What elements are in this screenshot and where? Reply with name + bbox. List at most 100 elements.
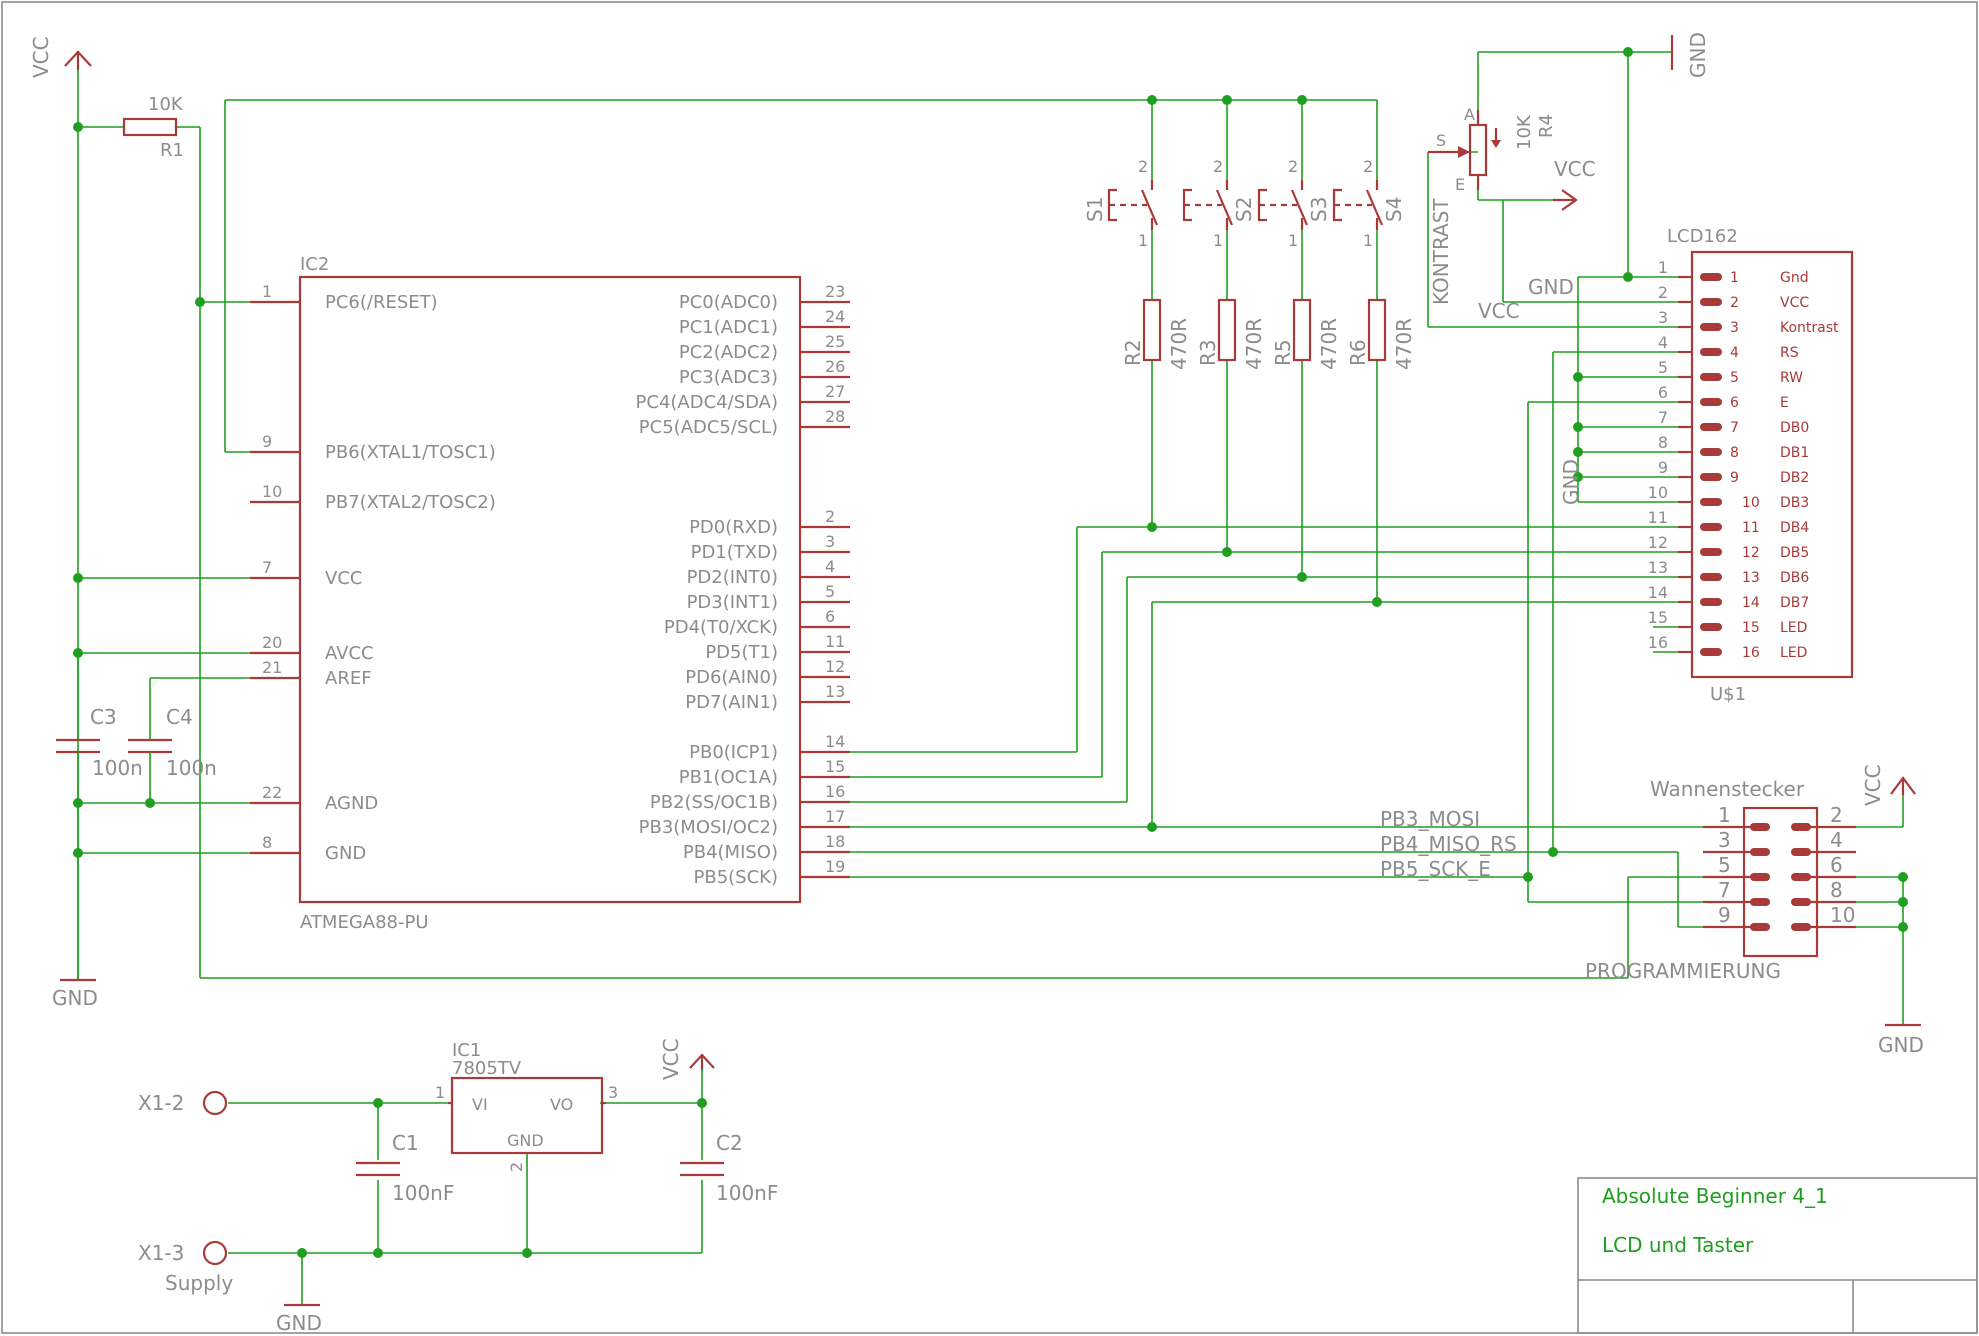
- mcu-pin-name: GND: [325, 843, 366, 864]
- mcu-pin-name: VCC: [325, 568, 362, 589]
- lcd-pin-stub: [1700, 348, 1722, 356]
- lcd-pin-number: 10: [1648, 483, 1668, 502]
- mcu-pin-number: 9: [262, 432, 272, 451]
- mcu-pin-number: 22: [262, 783, 282, 802]
- mcu-pin-number: 25: [825, 332, 845, 351]
- lcd-ref: LCD162: [1667, 226, 1738, 247]
- vcc-label-left: VCC: [29, 36, 53, 78]
- vcc-label-reg: VCC: [659, 1038, 683, 1080]
- lcd-pin-name: E: [1780, 395, 1789, 411]
- resistor-value: 470R: [1167, 318, 1191, 370]
- header-name: Wannenstecker: [1650, 777, 1805, 801]
- resistor-value: 470R: [1317, 318, 1341, 370]
- header-pin-number: 6: [1830, 853, 1843, 877]
- resistor-value: 470R: [1392, 318, 1416, 370]
- header-pin-stub: [1791, 873, 1811, 881]
- header-pin-number: 1: [1718, 803, 1731, 827]
- gnd-label-left: GND: [52, 986, 98, 1010]
- lcd-pin-index: 4: [1730, 345, 1739, 361]
- mcu-pin-name: PD7(AIN1): [685, 692, 778, 713]
- header-pin-stub: [1750, 898, 1770, 906]
- ic1-value: 7805TV: [452, 1058, 522, 1079]
- lcd-pin-number: 8: [1658, 433, 1668, 452]
- mcu-pin-number: 19: [825, 857, 845, 876]
- mcu-pin-number: 15: [825, 757, 845, 776]
- lcd-pin-name: LED: [1780, 620, 1807, 636]
- r4-value: 10K: [1514, 114, 1535, 150]
- potentiometer-r4: A E S 10K R4: [1428, 105, 1557, 194]
- lcd-pin-number: 11: [1648, 508, 1668, 527]
- lcd-pin-name: Gnd: [1780, 270, 1809, 286]
- header-pin-stub: [1750, 923, 1770, 931]
- mcu-pin-number: 3: [825, 532, 835, 551]
- switch-lever: [1140, 189, 1159, 226]
- c1-ref: C1: [392, 1131, 419, 1155]
- lcd-pin-number: 14: [1648, 583, 1668, 602]
- ic1-pin-out: 3: [608, 1083, 618, 1102]
- lcd-pin-index: 5: [1730, 370, 1739, 386]
- mcu-pin-number: 23: [825, 282, 845, 301]
- lcd-value: U$1: [1710, 684, 1746, 705]
- vcc-symbol-pot: VCC: [1553, 157, 1596, 211]
- resistor-ref: R5: [1271, 339, 1295, 366]
- mcu-pin-name: AGND: [325, 793, 378, 814]
- lcd-pin-index: 9: [1730, 470, 1739, 486]
- mcu-pin-number: 4: [825, 557, 835, 576]
- mcu-pin-name: PB7(XTAL2/TOSC2): [325, 492, 496, 513]
- mcu-pin-name: PD2(INT0): [687, 567, 778, 588]
- lcd-pin-stub: [1700, 623, 1722, 631]
- c1-value: 100nF: [392, 1181, 454, 1205]
- switch-ref: S3: [1307, 197, 1331, 222]
- mcu-pin-name: PD6(AIN0): [685, 667, 778, 688]
- lcd-pin-index: 16: [1742, 645, 1760, 661]
- lcd-pin-number: 2: [1658, 283, 1668, 302]
- resistor-body: [1142, 298, 1162, 362]
- mcu-pin-name: PD5(T1): [705, 642, 778, 663]
- lcd-pin-number: 6: [1658, 383, 1668, 402]
- lcd-pin-index: 3: [1730, 320, 1739, 336]
- net-labels: PB3_MOSI PB4_MISO_RS PB5_SCK_E KONTRAST …: [1380, 198, 1583, 881]
- header-pin-stub: [1791, 898, 1811, 906]
- header-pin-number: 5: [1718, 853, 1731, 877]
- mcu-pin-name: PB2(SS/OC1B): [650, 792, 778, 813]
- ic1-vo-label: VO: [550, 1095, 573, 1114]
- net-gnd-lcd: GND: [1528, 275, 1574, 299]
- switch-pin-bottom: 1: [1138, 231, 1148, 250]
- mcu-pin-name: PC6(/RESET): [325, 292, 438, 313]
- mcu-pin-name: PB3(MOSI/OC2): [639, 817, 778, 838]
- mcu-pin-name: PB6(XTAL1/TOSC1): [325, 442, 496, 463]
- r4-pin-a: A: [1464, 105, 1475, 124]
- mcu-pin-number: 24: [825, 307, 845, 326]
- mcu-value: ATMEGA88-PU: [300, 912, 429, 933]
- vcc-symbol-reg: VCC: [659, 1038, 715, 1080]
- net-miso: PB4_MISO_RS: [1380, 832, 1517, 856]
- switch-lever: [1290, 189, 1309, 226]
- mcu-ref: IC2: [300, 254, 329, 275]
- mcu-pin-name: PC2(ADC2): [679, 342, 778, 363]
- lcd-pin-stub: [1700, 423, 1722, 431]
- lcd-pin-number: 15: [1648, 608, 1668, 627]
- c2-ref: C2: [716, 1131, 743, 1155]
- supply-pin-a: X1-2: [138, 1091, 184, 1115]
- supply-pin-b: X1-3: [138, 1241, 184, 1265]
- lcd-pin-name: LED: [1780, 645, 1807, 661]
- lcd-pin-index: 15: [1742, 620, 1760, 636]
- lcd-pin-number: 16: [1648, 633, 1668, 652]
- header-pin-stub: [1750, 823, 1770, 831]
- switch-pin-top: 2: [1288, 157, 1298, 176]
- lcd-pin-number: 3: [1658, 308, 1668, 327]
- switch-pin-top: 2: [1213, 157, 1223, 176]
- mcu-pin-name: PD0(RXD): [689, 517, 778, 538]
- resistor-r1: 10K R1: [122, 94, 184, 161]
- lcd-pin-index: 1: [1730, 270, 1739, 286]
- capacitor-c4: C4 100n: [128, 705, 217, 780]
- lcd-pin-number: 4: [1658, 333, 1668, 352]
- title-block: Absolute Beginner 4_1 LCD und Taster: [1577, 1177, 1978, 1334]
- mcu-pin-name: PC0(ADC0): [679, 292, 778, 313]
- r4-ref: R4: [1536, 114, 1557, 138]
- header-value: PROGRAMMIERUNG: [1585, 959, 1781, 983]
- mcu-pin-number: 8: [262, 833, 272, 852]
- mcu-pin-number: 18: [825, 832, 845, 851]
